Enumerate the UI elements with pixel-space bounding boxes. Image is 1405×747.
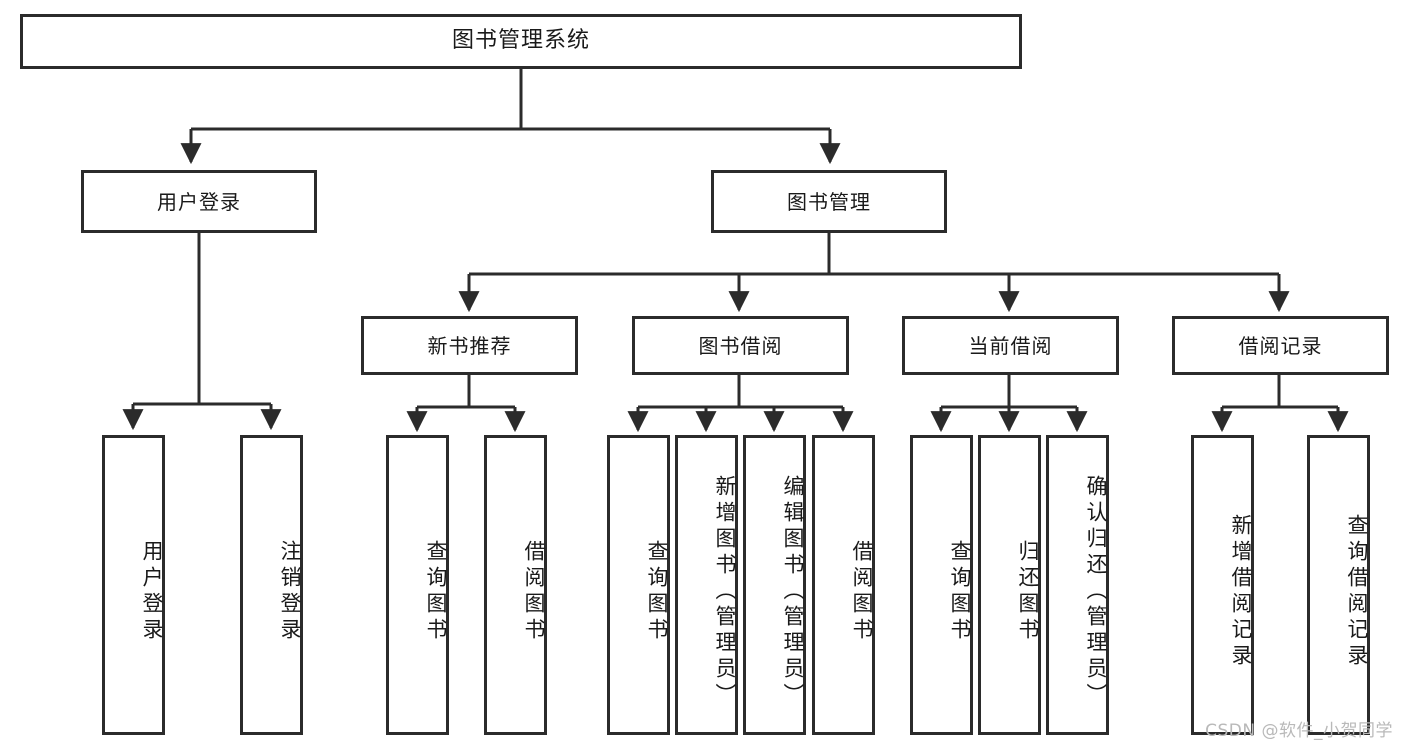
- node-label: 新增借阅记录: [1229, 514, 1253, 670]
- leaf-current-query-book[interactable]: 查询图书: [910, 435, 973, 735]
- node-label: 当前借阅: [968, 333, 1053, 358]
- node-label: 图书管理系统: [451, 28, 590, 54]
- leaf-record-query-record[interactable]: 查询借阅记录: [1307, 435, 1370, 735]
- node-label: 确认归还（管理员）: [1084, 475, 1108, 709]
- leaf-recommend-query-book[interactable]: 查询图书: [386, 435, 449, 735]
- leaf-borrow-borrow-book[interactable]: 借阅图书: [812, 435, 875, 735]
- node-label: 借阅记录: [1238, 333, 1323, 358]
- node-label: 归还图书: [1016, 540, 1040, 644]
- leaf-recommend-borrow-book[interactable]: 借阅图书: [484, 435, 547, 735]
- leaf-borrow-query-book[interactable]: 查询图书: [607, 435, 670, 735]
- leaf-current-return-book[interactable]: 归还图书: [978, 435, 1041, 735]
- node-label: 查询图书: [645, 540, 669, 644]
- leaf-user-login-logout[interactable]: 注销登录: [240, 435, 303, 735]
- node-label: 用户登录: [157, 189, 241, 214]
- node-label: 借阅图书: [850, 540, 874, 644]
- node-book-borrow[interactable]: 图书借阅: [632, 316, 849, 375]
- node-label: 新书推荐: [427, 333, 512, 358]
- node-label: 注销登录: [278, 540, 302, 644]
- node-label: 编辑图书（管理员）: [781, 475, 805, 709]
- node-label: 查询图书: [948, 540, 972, 644]
- node-current-borrow[interactable]: 当前借阅: [902, 316, 1119, 375]
- node-label: 查询借阅记录: [1345, 514, 1369, 670]
- leaf-record-add-record[interactable]: 新增借阅记录: [1191, 435, 1254, 735]
- node-label: 图书管理: [787, 189, 871, 214]
- node-book-management[interactable]: 图书管理: [711, 170, 947, 233]
- leaf-borrow-add-book-admin[interactable]: 新增图书（管理员）: [675, 435, 738, 735]
- node-label: 借阅图书: [522, 540, 546, 644]
- node-user-login[interactable]: 用户登录: [81, 170, 317, 233]
- node-label: 图书借阅: [698, 333, 783, 358]
- node-new-book-recommend[interactable]: 新书推荐: [361, 316, 578, 375]
- watermark: CSDN @软件_小贺同学: [1205, 721, 1393, 741]
- node-root-system[interactable]: 图书管理系统: [20, 14, 1022, 69]
- leaf-current-confirm-return-admin[interactable]: 确认归还（管理员）: [1046, 435, 1109, 735]
- leaf-user-login-login[interactable]: 用户登录: [102, 435, 165, 735]
- leaf-borrow-edit-book-admin[interactable]: 编辑图书（管理员）: [743, 435, 806, 735]
- node-label: 新增图书（管理员）: [713, 475, 737, 709]
- node-label: 查询图书: [424, 540, 448, 644]
- node-label: 用户登录: [140, 540, 164, 644]
- node-borrow-record[interactable]: 借阅记录: [1172, 316, 1389, 375]
